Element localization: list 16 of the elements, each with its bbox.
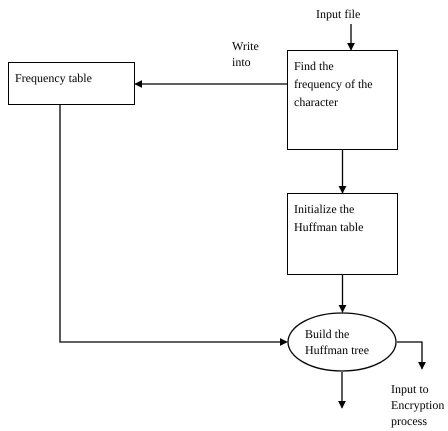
arrow	[397, 341, 426, 370]
node-text: Initialize the Huffman table	[294, 201, 364, 236]
node-text: Find the frequency of the character	[294, 58, 374, 111]
process-box	[287, 193, 398, 275]
node-text: Input to Encryption process	[391, 381, 446, 429]
process-box	[287, 50, 398, 150]
data-box	[8, 62, 135, 105]
arrow	[338, 275, 346, 313]
arrow	[338, 372, 346, 409]
arrow	[134, 80, 287, 88]
node-text: Frequency table	[15, 70, 93, 87]
arrow	[347, 24, 355, 51]
node-text: Input file	[316, 6, 362, 22]
arrow	[338, 150, 346, 194]
arrow	[59, 105, 288, 346]
node-text: Build the Huffman tree	[305, 326, 370, 358]
